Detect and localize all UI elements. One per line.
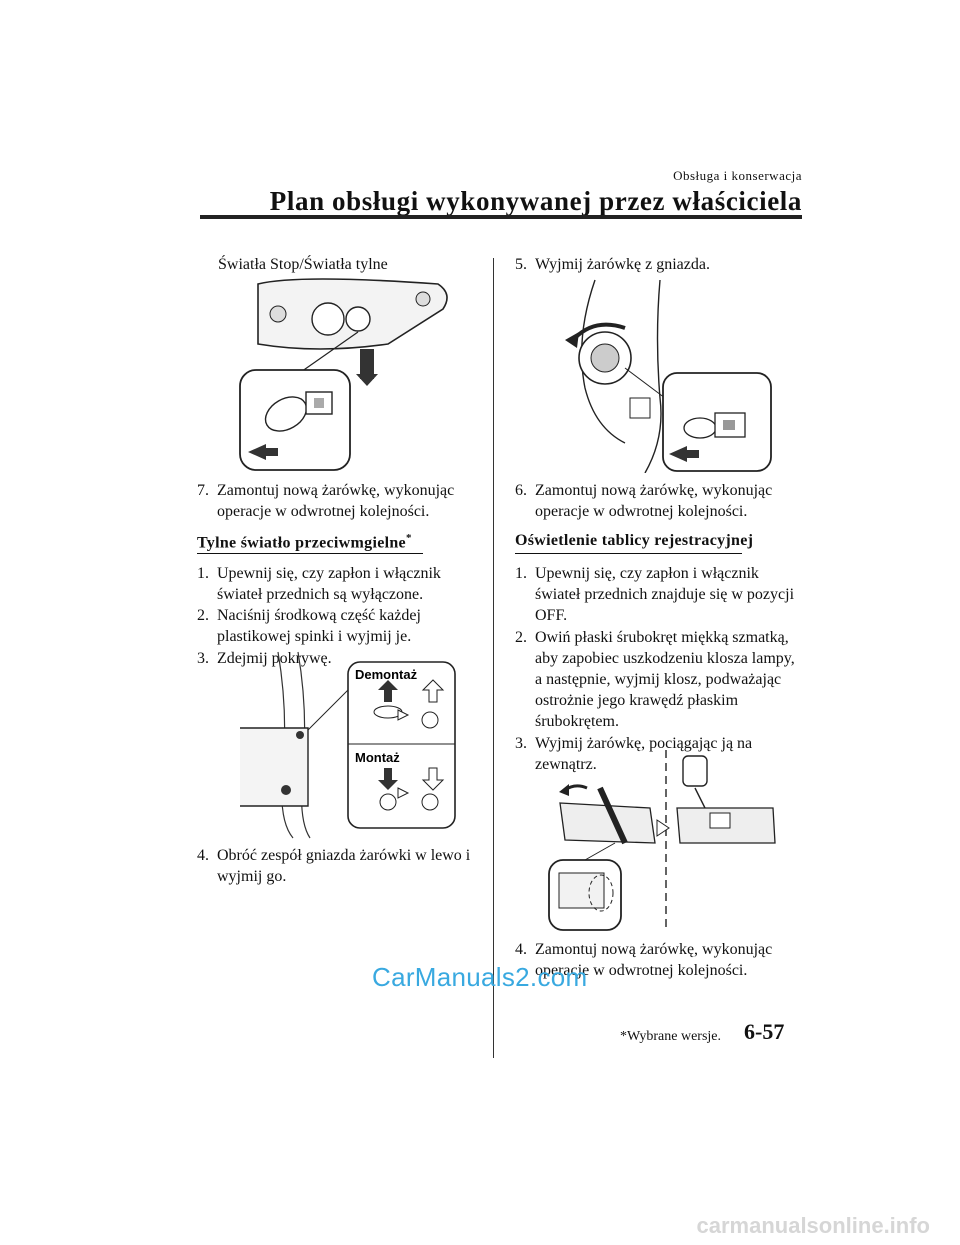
step-4-install: 4. Zamontuj nową żarówkę, wykonując oper…: [515, 939, 805, 981]
step-5: 5. Wyjmij żarówkę z gniazda.: [515, 254, 805, 275]
page-title: Plan obsługi wykonywanej przez właścicie…: [269, 186, 802, 216]
heading-license-plate-light: Oświetlenie tablicy rejestracyjnej: [515, 532, 754, 549]
label-removal: Demontaż: [355, 667, 418, 682]
plate-step-1: 1. Upewnij się, czy zapłon i włącznik św…: [515, 563, 805, 626]
step-text: Zamontuj nową żarówkę, wykonując operacj…: [217, 482, 455, 520]
step-number: 7.: [197, 482, 209, 499]
step-text: Zamontuj nową żarówkę, wykonując operacj…: [535, 941, 773, 979]
step-text: Zamontuj nową żarówkę, wykonując operacj…: [535, 482, 773, 520]
heading-text: Tylne światło przeciwmgielne: [197, 534, 406, 552]
step-number: 3.: [197, 650, 209, 667]
plate-step-3: 3. Wyjmij żarówkę, pociągając ją na zewn…: [515, 733, 805, 775]
step-text: Naciśnij środkową część każdej plastikow…: [217, 607, 421, 645]
step-text: Wyjmij żarówkę z gniazda.: [535, 256, 710, 273]
step-text: Upewnij się, czy zapłon i włącznik świat…: [535, 565, 795, 624]
step-number: 6.: [515, 482, 527, 499]
heading-underline: [515, 553, 742, 554]
step-number: 4.: [515, 941, 527, 958]
column-divider: [493, 258, 494, 1058]
step-text: Obróć zespół gniazda żarówki w lewo i wy…: [217, 847, 471, 885]
step-number: 5.: [515, 256, 527, 273]
watermark-site: carmanualsonline.info: [696, 1213, 931, 1238]
section-title: Obsługa i konserwacja: [673, 168, 802, 183]
heading-underline: [197, 553, 423, 554]
label-install: Montaż: [355, 750, 400, 765]
step-number: 1.: [515, 565, 527, 582]
optional-star: *: [405, 532, 412, 544]
page-number: 6-57: [744, 1019, 785, 1044]
step-text: Owiń płaski śrubokręt miękką szmatką, ab…: [535, 629, 795, 730]
figure-bulb-socket: [555, 278, 775, 473]
step-text: Wyjmij żarówkę, pociągając ją na zewnątr…: [535, 735, 753, 773]
fog-step-1: 1. Upewnij się, czy zapłon i włącznik św…: [197, 563, 487, 605]
footnote: *Wybrane wersje.: [620, 1029, 722, 1044]
step-text: Upewnij się, czy zapłon i włącznik świat…: [217, 565, 441, 603]
subheading-stop-lights: Światła Stop/Światła tylne: [218, 256, 388, 273]
step-number: 2.: [197, 607, 209, 624]
step-number: 1.: [197, 565, 209, 582]
watermark-logo[interactable]: CarManuals2.com: [372, 962, 588, 992]
header-rule: [200, 215, 802, 219]
step-text: Zdejmij pokrywę.: [217, 650, 332, 667]
figure-tail-light-bulb: [238, 274, 458, 474]
step-7: 7. Zamontuj nową żarówkę, wykonując oper…: [197, 480, 487, 522]
step-number: 2.: [515, 629, 527, 646]
step-number: 3.: [515, 735, 527, 752]
fog-step-3: 3. Zdejmij pokrywę.: [197, 648, 487, 669]
step-number: 4.: [197, 847, 209, 864]
plate-step-2: 2. Owiń płaski śrubokręt miękką szmatką,…: [515, 627, 805, 732]
step-4-rotate: 4. Obróć zespół gniazda żarówki w lewo i…: [197, 845, 487, 887]
step-6: 6. Zamontuj nową żarówkę, wykonując oper…: [515, 480, 805, 522]
heading-rear-fog-light: Tylne światło przeciwmgielne*: [197, 532, 412, 552]
figure-plate-light: [545, 748, 780, 933]
figure-fog-light-clips: Demontaż Montaż: [238, 650, 458, 840]
fog-step-2: 2. Naciśnij środkową część każdej plasti…: [197, 605, 487, 647]
